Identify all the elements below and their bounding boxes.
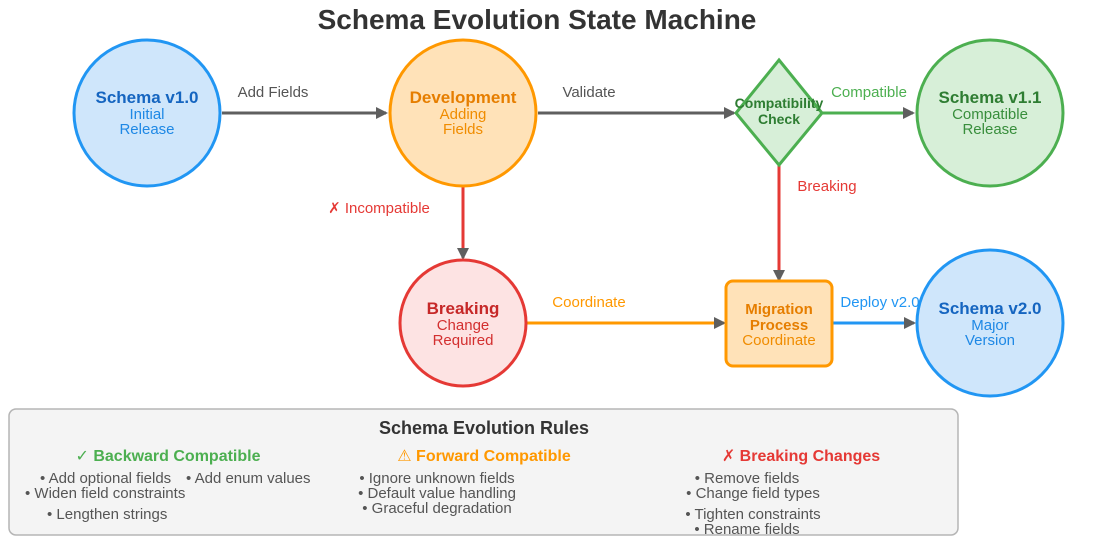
edge-label-coordinate: Coordinate [552,294,625,311]
node-line: Fields [443,121,483,138]
edge-label-validate: Validate [562,84,615,101]
node-title: Schema v2.0 [938,299,1041,318]
node-line: Coordinate [742,332,815,349]
diagram-title: Schema Evolution State Machine [318,4,757,35]
node-migration-process: Migration Process Coordinate [724,279,834,368]
node-line: Compatibility [735,95,824,111]
node-title: Schema v1.1 [938,88,1041,107]
node-line: Check [758,111,800,127]
node-line: Major [971,317,1009,334]
node-line: Process [750,317,808,334]
breaking-item: • Rename fields [694,521,799,538]
backward-item: • Widen field constraints [25,485,185,502]
node-compatibility-check: Compatibility Check [734,57,824,168]
breaking-item: • Remove fields [695,470,799,487]
forward-item: • Graceful degradation [362,500,512,517]
rules-title: Schema Evolution Rules [379,418,589,438]
node-line: Required [433,332,494,349]
node-line: Release [119,121,174,138]
edge-label-compatible: Compatible [831,84,907,101]
node-breaking-change: Breaking Change Required [398,258,528,388]
breaking-item: • Tighten constraints [685,506,820,523]
backward-item: • Add optional fields [40,470,171,487]
forward-item: • Default value handling [358,485,516,502]
node-development: Development Adding Fields [388,38,538,188]
edge-label-breaking: Breaking [797,178,856,195]
edge-label-incompatible: ✗ Incompatible [328,200,430,217]
node-schema-v1-1: Schema v1.1 Compatible Release [915,38,1065,188]
node-schema-v2-0: Schema v2.0 Major Version [915,248,1065,398]
rules-panel: Schema Evolution Rules ✓ Backward Compat… [8,408,959,538]
node-line: Version [965,332,1015,349]
node-title: Breaking [427,299,500,318]
node-line: Adding [440,106,487,123]
node-title: Development [410,88,517,107]
backward-item: • Lengthen strings [47,506,167,523]
node-line: Change [437,317,490,334]
node-schema-v1-0: Schema v1.0 Initial Release [72,38,222,188]
breaking-heading: ✗ Breaking Changes [722,448,880,465]
node-line: Release [962,121,1017,138]
node-title: Schema v1.0 [95,88,198,107]
edge-label-deploy: Deploy v2.0 [840,294,919,311]
backward-item: • Add enum values [186,470,311,487]
backward-heading: ✓ Backward Compatible [75,448,260,465]
breaking-item: • Change field types [686,485,820,502]
node-line: Migration [745,301,813,318]
node-line: Compatible [952,106,1028,123]
edge-label-add-fields: Add Fields [238,84,309,101]
forward-heading: ⚠ Forward Compatible [397,448,571,465]
forward-item: • Ignore unknown fields [359,470,514,487]
node-line: Initial [129,106,164,123]
